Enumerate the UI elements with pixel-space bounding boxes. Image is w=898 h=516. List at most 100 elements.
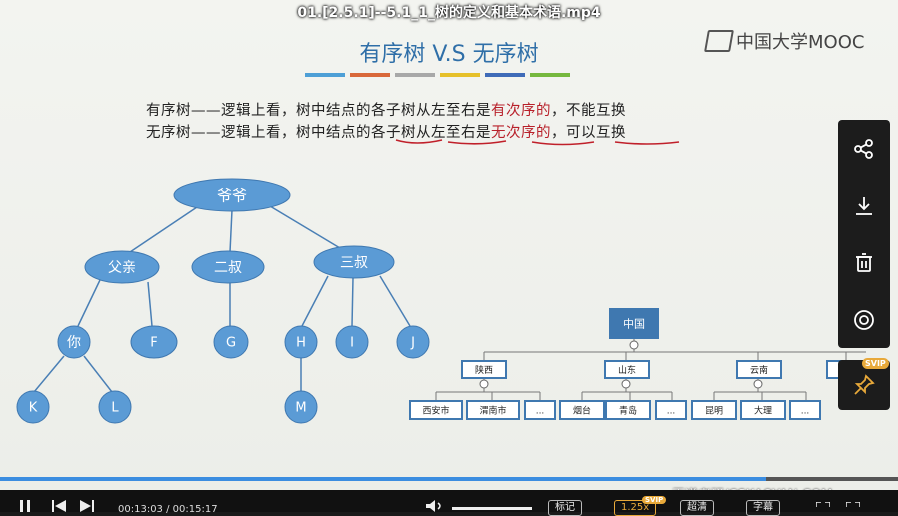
org-city: 西安市 [409, 400, 463, 420]
family-node: 二叔 [191, 250, 265, 284]
mark-button[interactable]: 标记 [548, 500, 582, 516]
edge-you-k [33, 355, 65, 393]
underline-3 [531, 141, 595, 146]
org-province-box [461, 360, 507, 379]
org-city: 青岛 [605, 400, 651, 420]
progress-bar[interactable] [0, 477, 898, 481]
share-icon[interactable] [850, 135, 878, 163]
def2-part-f: 无次序的 [491, 125, 551, 141]
subtitle-button[interactable]: 字幕 [746, 500, 780, 516]
org-city-box [691, 400, 737, 420]
mooc-brand-text: 中国大学MOOC [736, 32, 865, 53]
volume-icon[interactable] [426, 500, 444, 512]
download-icon[interactable] [850, 192, 878, 220]
collapse-marker-shandong[interactable] [621, 379, 631, 389]
edge-father-you [77, 279, 101, 327]
collapse-marker-shaanxi[interactable] [479, 379, 489, 389]
title-bar-1 [350, 73, 390, 77]
org-tree-edges [435, 338, 866, 400]
family-node: M [284, 390, 318, 424]
family-node-shape [284, 390, 318, 424]
family-node-shape [57, 325, 91, 359]
def2-part-h: 可以互换 [566, 125, 626, 141]
edge-uncle3-h [301, 275, 329, 327]
edge-uncle3-i [351, 277, 354, 327]
next-icon[interactable] [80, 500, 94, 512]
org-city-box [466, 400, 520, 420]
family-node: 三叔 [313, 245, 395, 279]
org-province-box [736, 360, 782, 379]
org-city-box [409, 400, 463, 420]
family-node-label: 你 [67, 335, 81, 351]
window-icon[interactable] [846, 502, 860, 512]
def2-part-e: 是 [476, 125, 491, 141]
family-node-label: I [350, 336, 354, 351]
org-city-box [524, 400, 556, 420]
edge-you-l [83, 355, 113, 393]
title-bar-0 [305, 73, 345, 77]
slide-area: 中国大学MOOC 有序树 V.S 无序树 有序树——逻辑上看，树中结点的各子树从… [0, 0, 898, 490]
video-title: 01.[2.5.1]--5.1_1_树的定义和基本术语.mp4 [297, 5, 601, 21]
underline-1 [395, 139, 443, 144]
family-tree-edges [33, 204, 411, 393]
org-city-label: ... [536, 406, 545, 416]
underline-4 [614, 141, 680, 145]
speed-svip-badge: SVIP [642, 496, 667, 504]
family-node-shape [191, 250, 265, 284]
family-node-shape [335, 325, 369, 359]
family-node-label: J [410, 336, 415, 351]
previous-icon[interactable] [52, 500, 66, 512]
pause-icon[interactable] [18, 500, 32, 512]
family-node-shape [98, 390, 132, 424]
edge-uncle3-j [379, 275, 411, 327]
family-node: G [213, 325, 249, 359]
unordered-tree-definition: 无序树——逻辑上看，树中结点的各子树从左至右是无次序的，可以互换 [146, 121, 626, 142]
org-city-label: 大理 [754, 404, 772, 416]
slide-title: 有序树 V.S 无序树 [359, 42, 539, 67]
org-collapse-markers [479, 340, 763, 389]
delete-icon[interactable] [850, 249, 878, 277]
def2-part-d: 左至右 [431, 125, 476, 141]
fullscreen-icon[interactable] [816, 502, 830, 512]
org-province-box [604, 360, 650, 379]
family-node: I [335, 325, 369, 359]
family-node-label: 三叔 [340, 255, 368, 271]
org-province-label: 陕西 [475, 364, 493, 376]
org-city: ... [789, 400, 821, 420]
title-bar-2 [395, 73, 435, 77]
family-node-shape [84, 250, 160, 284]
volume-slider[interactable] [452, 507, 532, 510]
player-controls: 00:13:03 / 00:15:17 [0, 490, 898, 515]
time-display: 00:13:03 / 00:15:17 [118, 504, 218, 515]
pin-icon [854, 374, 875, 395]
family-node-label: M [295, 401, 306, 416]
family-node-label: F [150, 336, 157, 351]
quality-button[interactable]: 超清 [680, 500, 714, 516]
org-city: ... [524, 400, 556, 420]
family-node-shape [16, 390, 50, 424]
org-city-label: ... [667, 406, 676, 416]
edge-root-father [129, 204, 201, 253]
side-toolbar [838, 120, 890, 348]
org-city-label: ... [801, 406, 810, 416]
family-node: L [98, 390, 132, 424]
progress-fill [0, 477, 766, 481]
family-node-label: 父亲 [108, 260, 136, 276]
def2-part-a: 无序树——逻辑上看，树中结点的 [146, 125, 371, 141]
org-root-box [609, 308, 659, 339]
org-province: 山东 [604, 360, 650, 379]
org-province: 陕西 [461, 360, 507, 379]
family-node-label: G [226, 336, 236, 351]
def1-part-b: 有次序的 [491, 103, 551, 119]
org-city: 大理 [740, 400, 786, 420]
collapse-marker-yunnan[interactable] [753, 379, 763, 389]
org-city: 昆明 [691, 400, 737, 420]
target-icon[interactable] [850, 306, 878, 334]
family-node: 爷爷 [173, 178, 291, 212]
pin-svip-badge: SVIP [862, 358, 889, 369]
collapse-marker-root[interactable] [629, 340, 639, 350]
family-node: F [130, 325, 178, 359]
family-node-shape [313, 245, 395, 279]
family-node-shape [396, 325, 430, 359]
